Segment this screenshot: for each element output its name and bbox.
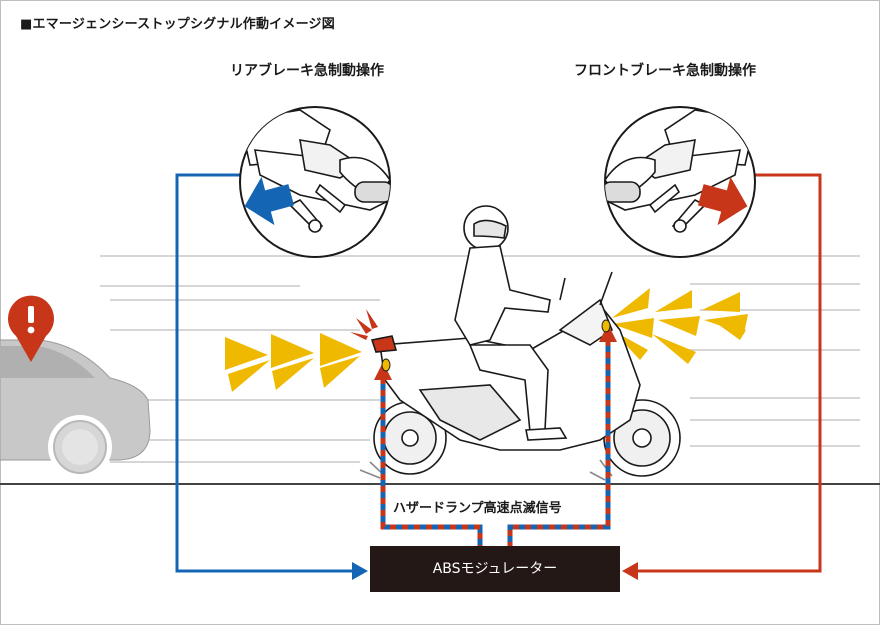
rider-icon — [454, 205, 568, 441]
abs-modulator-label: ABSモジュレーター — [432, 561, 558, 577]
tail-light-sparks — [350, 309, 378, 340]
red-arrow-icon — [697, 176, 748, 226]
rear-brake-lever-inset — [239, 106, 391, 258]
turn-signal-lamps — [381, 319, 611, 372]
abs-modulator-box: ABSモジュレーター — [370, 546, 620, 592]
rear-flash-rays — [225, 333, 362, 392]
hazard-signal-label: ハザードランプ高速点滅信号 — [393, 501, 562, 516]
warning-pin-icon — [8, 295, 55, 362]
car-icon — [0, 339, 151, 479]
front-flash-rays — [612, 288, 748, 364]
blue-arrow-icon — [244, 176, 295, 226]
hazard-harness — [374, 324, 617, 546]
front-brake-signal-line — [622, 173, 822, 580]
front-brake-lever-inset — [604, 106, 756, 258]
diagram-title: ■エマージェンシーストップシグナル作動イメージ図 — [20, 17, 335, 32]
scooter-icon — [359, 271, 681, 481]
rear-brake-label: リアブレーキ急制動操作 — [230, 63, 384, 79]
rear-brake-signal-line — [175, 173, 368, 580]
front-brake-label: フロントブレーキ急制動操作 — [574, 63, 756, 79]
